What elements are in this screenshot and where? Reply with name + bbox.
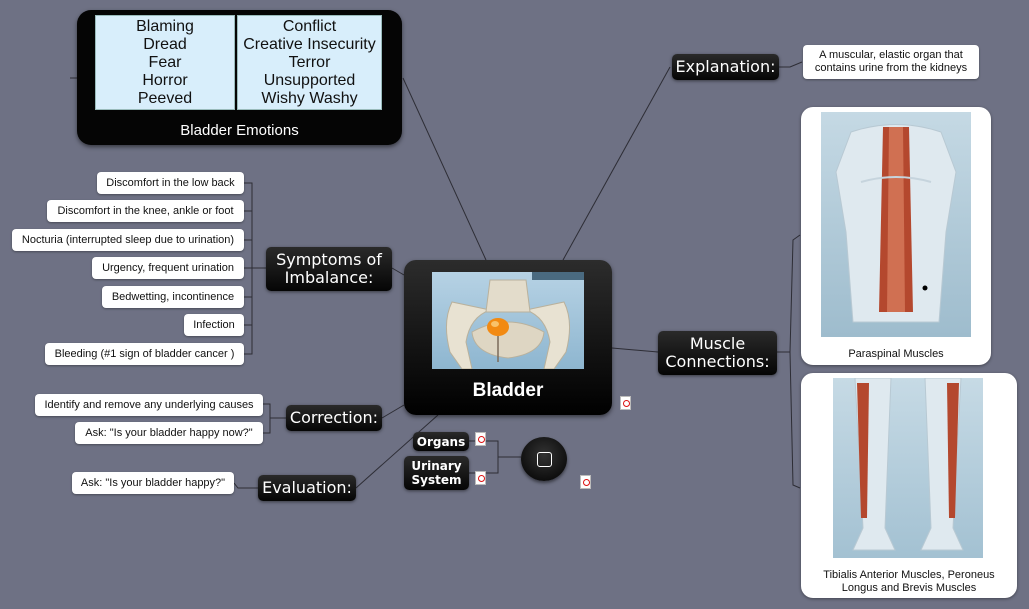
emotion-item: Peeved (137, 90, 193, 107)
rounded-square-icon (536, 451, 552, 467)
muscle-connections-topic[interactable]: Muscle Connections: (658, 331, 777, 375)
central-topic-title: Bladder (472, 380, 544, 401)
symptom-item[interactable]: Bedwetting, incontinence (102, 286, 244, 308)
muscle-caption-line: Longus and Brevis Muscles (841, 582, 977, 594)
symptom-item[interactable]: Urgency, frequent urination (92, 257, 244, 279)
tibialis-peroneus-card[interactable]: Tibialis Anterior Muscles, Peroneus Long… (801, 373, 1017, 598)
explanation-text-line: A muscular, elastic organ that (819, 49, 963, 61)
symptoms-label-line: Imbalance: (284, 268, 374, 287)
bladder-pelvis-image (432, 272, 584, 369)
evaluation-item[interactable]: Ask: "Is your bladder happy?" (72, 472, 234, 494)
paraspinal-muscles-card[interactable]: Paraspinal Muscles (801, 107, 991, 365)
evaluation-topic[interactable]: Evaluation: (258, 475, 356, 501)
emotion-item: Wishy Washy (261, 90, 358, 107)
emotion-item: Conflict (282, 18, 337, 35)
emotion-item: Creative Insecurity (243, 36, 376, 53)
muscle-connections-label-line: Muscle (689, 334, 746, 353)
emotion-item: Fear (148, 54, 182, 71)
symptom-item[interactable]: Discomfort in the knee, ankle or foot (47, 200, 244, 222)
symptom-item[interactable]: Nocturia (interrupted sleep due to urina… (12, 229, 244, 251)
explanation-text-line: contains urine from the kidneys (814, 62, 968, 74)
organs-label: Organs (416, 434, 466, 449)
emotion-item: Terror (288, 54, 331, 71)
evaluation-label: Evaluation: (262, 478, 352, 497)
emotions-title: Bladder Emotions (180, 122, 299, 139)
paraspinal-muscles-caption: Paraspinal Muscles (801, 348, 991, 361)
symptoms-topic[interactable]: Symptoms of Imbalance: (266, 247, 392, 291)
symptoms-label-line: Symptoms of (276, 250, 382, 269)
correction-item[interactable]: Ask: "Is your bladder happy now?" (75, 422, 263, 444)
muscle-caption-line: Tibialis Anterior Muscles, Peroneus (823, 569, 995, 581)
tibialis-peroneus-caption: Tibialis Anterior Muscles, Peroneus Long… (801, 569, 1017, 595)
symptom-item[interactable]: Infection (184, 314, 244, 336)
muscle-connections-label-line: Connections: (665, 352, 770, 371)
correction-topic[interactable]: Correction: (286, 405, 382, 431)
symptom-item[interactable]: Bleeding (#1 sign of bladder cancer ) (45, 343, 244, 365)
attachment-icon[interactable] (475, 471, 486, 485)
emotion-item: Unsupported (263, 72, 356, 89)
attachment-icon[interactable] (475, 432, 486, 446)
emotions-right-column: Conflict Creative Insecurity Terror Unsu… (237, 15, 382, 110)
floating-topic-icon[interactable] (521, 437, 567, 481)
explanation-label: Explanation: (675, 57, 776, 76)
emotion-item: Dread (143, 36, 187, 53)
leg-muscles-image (833, 378, 983, 558)
emotion-item: Horror (142, 72, 188, 89)
emotions-left-column: Blaming Dread Fear Horror Peeved (95, 15, 235, 110)
symptom-item[interactable]: Discomfort in the low back (97, 172, 244, 194)
correction-label: Correction: (289, 408, 379, 427)
bladder-emotions-panel[interactable]: Blaming Dread Fear Horror Peeved Conflic… (77, 10, 402, 145)
urinary-system-label-line: System (411, 473, 462, 487)
explanation-text-box[interactable]: A muscular, elastic organ that contains … (803, 45, 979, 79)
organs-topic[interactable]: Organs (413, 432, 469, 451)
correction-item[interactable]: Identify and remove any underlying cause… (35, 394, 263, 416)
explanation-topic[interactable]: Explanation: (672, 54, 779, 80)
urinary-system-topic[interactable]: Urinary System (404, 456, 469, 490)
urinary-system-label-line: Urinary (411, 459, 462, 473)
muscle-caption-line: Paraspinal Muscles (848, 348, 944, 360)
emotion-item: Blaming (136, 18, 194, 35)
attachment-icon[interactable] (620, 396, 631, 410)
attachment-icon[interactable] (580, 475, 591, 489)
central-topic-bladder[interactable]: Bladder (404, 260, 612, 415)
paraspinal-muscles-image (821, 112, 971, 337)
